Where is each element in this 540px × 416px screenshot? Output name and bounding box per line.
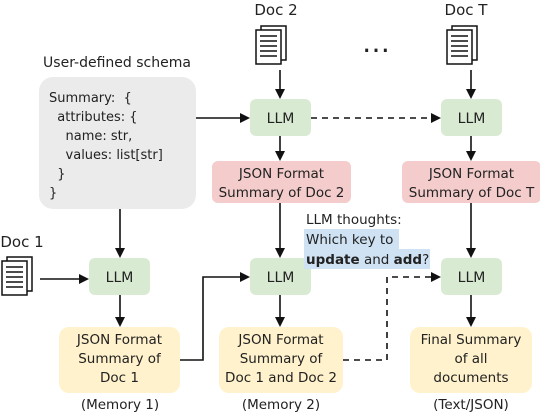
json-summary-doc2-line2: Summary of Doc 2	[219, 185, 345, 201]
thoughts-line2: update and add?	[306, 252, 429, 268]
arrow-mem2-mergeT-dashed	[343, 272, 441, 361]
arrows	[40, 70, 476, 361]
docT-icon	[446, 25, 478, 65]
json-summary-docT-line1: JSON Format	[428, 166, 514, 182]
json-summary-docT-line2: Summary of Doc T	[409, 185, 535, 201]
schema-line-1: Summary: {	[49, 91, 132, 106]
final-summary-caption: (Text/JSON)	[433, 397, 509, 412]
llm-label: LLM	[267, 111, 295, 127]
llm-box-merge-2: LLM	[250, 258, 311, 295]
schema-line-3: name: str,	[49, 129, 132, 144]
json-summary-doc2: JSON Format Summary of Doc 2	[212, 161, 351, 203]
doc1-icon	[1, 256, 33, 296]
doc2-label: Doc 2	[254, 1, 297, 19]
final-summary-line2: of all	[454, 351, 487, 367]
llm-box-doc1: LLM	[89, 258, 150, 295]
final-summary-line3: documents	[433, 370, 508, 386]
thoughts-line1: Which key to	[306, 232, 393, 248]
memory-2-caption: (Memory 2)	[242, 397, 320, 412]
llm-box-top-docT: LLM	[441, 99, 502, 136]
thoughts-highlight-1	[304, 229, 399, 249]
schema-code: Summary: { attributes: { name: str, valu…	[0, 0, 183, 201]
schema-line-5: }	[49, 167, 66, 182]
memory-1-line3: Doc 1	[100, 370, 139, 386]
memory-1-line1: JSON Format	[76, 332, 162, 348]
memory-1-line2: Summary of	[78, 351, 162, 367]
thoughts-add: add	[394, 252, 422, 268]
llm-label: LLM	[267, 270, 295, 286]
final-summary-box: Final Summary of all documents	[410, 327, 532, 393]
memory-1-box: JSON Format Summary of Doc 1	[59, 327, 180, 393]
llm-label: LLM	[458, 270, 486, 286]
memory-2-line2: Summary of	[240, 351, 324, 367]
docT-label: Doc T	[445, 1, 489, 19]
thoughts-qmark: ?	[422, 252, 429, 268]
thoughts-highlight-2	[304, 249, 430, 269]
llm-box-top-doc2: LLM	[250, 99, 311, 136]
llm-label: LLM	[458, 111, 486, 127]
schema-line-2: attributes: {	[49, 110, 138, 125]
memory-2-box: JSON Format Summary of Doc 1 and Doc 2	[219, 327, 343, 393]
arrow-mem1-merge2	[180, 272, 250, 361]
memory-1-caption: (Memory 1)	[81, 397, 159, 412]
ellipsis: …	[362, 26, 390, 59]
doc1-label: Doc 1	[0, 233, 43, 251]
llm-label: LLM	[106, 270, 134, 286]
thoughts-and: and	[360, 252, 394, 268]
memory-2-line3: Doc 1 and Doc 2	[225, 370, 337, 386]
json-summary-doc2-line1: JSON Format	[238, 166, 324, 182]
json-summary-docT: JSON Format Summary of Doc T	[402, 161, 540, 203]
thoughts-update: update	[306, 252, 360, 268]
doc2-icon	[255, 25, 287, 65]
schema-line-6: }	[49, 186, 57, 201]
schema-line-4: values: list[str]	[49, 148, 163, 163]
thoughts-title: LLM thoughts:	[306, 212, 402, 228]
memory-2-line1: JSON Format	[237, 332, 323, 348]
schema-title: User-defined schema	[43, 55, 191, 71]
final-summary-line1: Final Summary	[421, 332, 522, 348]
schema-box	[39, 77, 196, 209]
llm-box-merge-T: LLM	[441, 258, 502, 295]
